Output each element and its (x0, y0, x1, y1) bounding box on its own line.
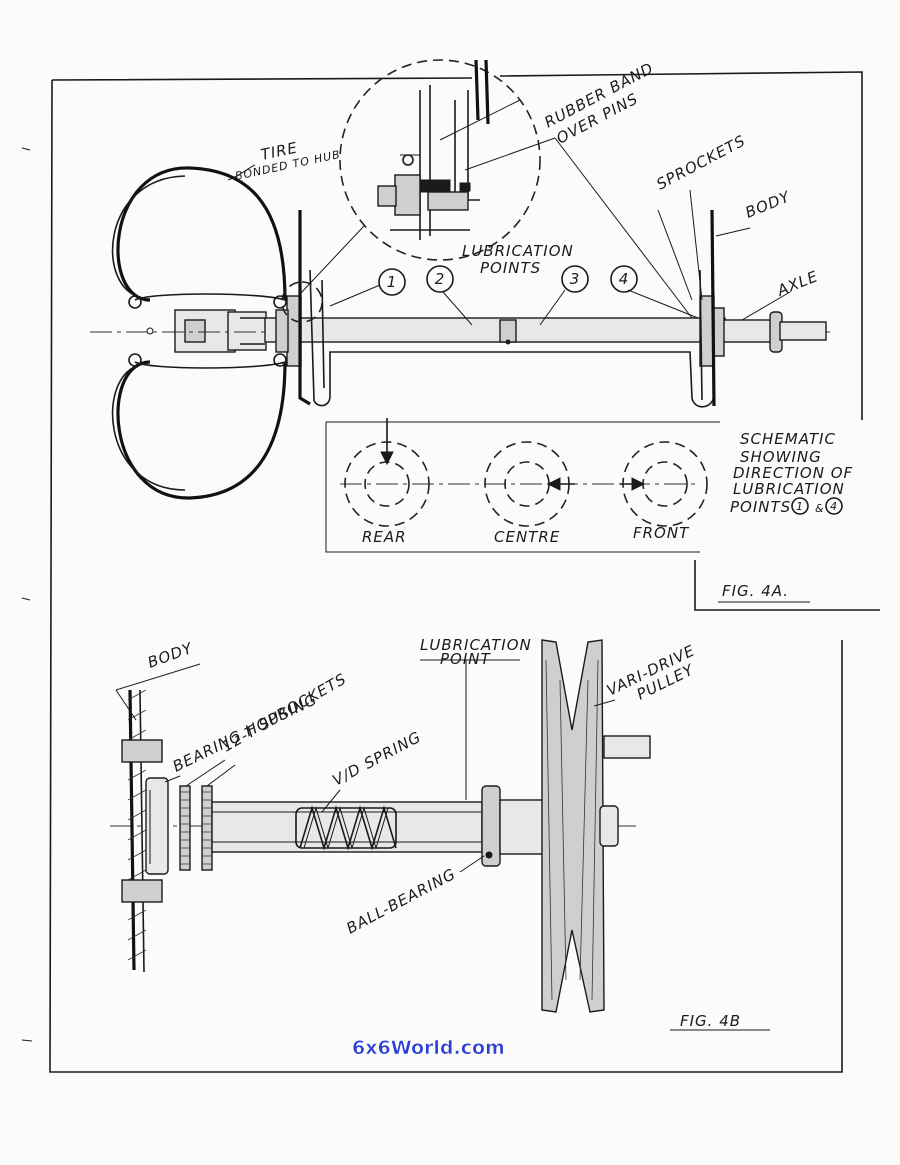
front-label: FRONT (633, 524, 690, 542)
lubrication-schematic: REAR CENTRE FRONT SCHEMATIC SHOWING DIRE… (325, 418, 853, 603)
lubrication-point-markers: 1 2 3 4 (378, 265, 638, 296)
axle-assembly (90, 209, 830, 408)
lubrication-points-title: LUBRICATION (462, 242, 574, 260)
axle-label: AXLE (774, 267, 821, 300)
fig-4b-caption: FIG. 4B (680, 1012, 741, 1030)
point-1-label: 1 (387, 273, 398, 291)
spring-label: V/D SPRING (329, 728, 424, 790)
schematic-front (620, 441, 708, 527)
centre-label: CENTRE (494, 528, 560, 546)
point-2-label: 2 (435, 270, 446, 288)
schematic-title-2: SHOWING (740, 448, 822, 466)
schematic-point-1: 1 (796, 500, 804, 513)
schematic-centre (484, 441, 575, 527)
body-label-4a: BODY (743, 187, 794, 222)
schematic-title-1: SCHEMATIC (740, 430, 836, 448)
schematic-point-4: 4 (830, 500, 838, 513)
tire-drawing (111, 166, 287, 500)
watermark-text: 6x6World.com (352, 1037, 505, 1059)
rear-label: REAR (362, 528, 407, 546)
schematic-title-5: POINTS (730, 498, 791, 516)
drawing-border (21, 71, 880, 1073)
fig-4b-drawing (110, 639, 651, 1013)
schematic-rear (344, 418, 430, 527)
schematic-title-3: DIRECTION OF (733, 464, 853, 482)
lubrication-points-subtitle: POINTS (480, 259, 541, 277)
sprockets-label: SPROCKETS (653, 131, 748, 193)
lubrication-point-1: 1 (378, 268, 406, 296)
detail-bubble (339, 59, 541, 261)
point-4-label: 4 (619, 270, 630, 288)
lubrication-point-title: LUBRICATION (420, 636, 532, 654)
leaders-4a (227, 99, 791, 326)
body-label-4b: BODY (145, 639, 196, 672)
ball-bearing-label: BALL-BEARING (343, 865, 458, 938)
schematic-ampersand: & (815, 502, 825, 515)
lubrication-point-3: 3 (561, 265, 589, 293)
sprockets-12t-label: 12-T SPROCKETS (219, 670, 350, 756)
schematic-title-4: LUBRICATION (733, 480, 845, 498)
fig-4a-caption: FIG. 4A. (722, 582, 789, 600)
lubrication-point-2: 2 (426, 265, 454, 293)
lubrication-point-subtitle: POINT (440, 650, 491, 668)
leaders-4b (115, 659, 616, 873)
point-3-label: 3 (570, 270, 581, 288)
lubrication-point-4: 4 (610, 265, 638, 293)
